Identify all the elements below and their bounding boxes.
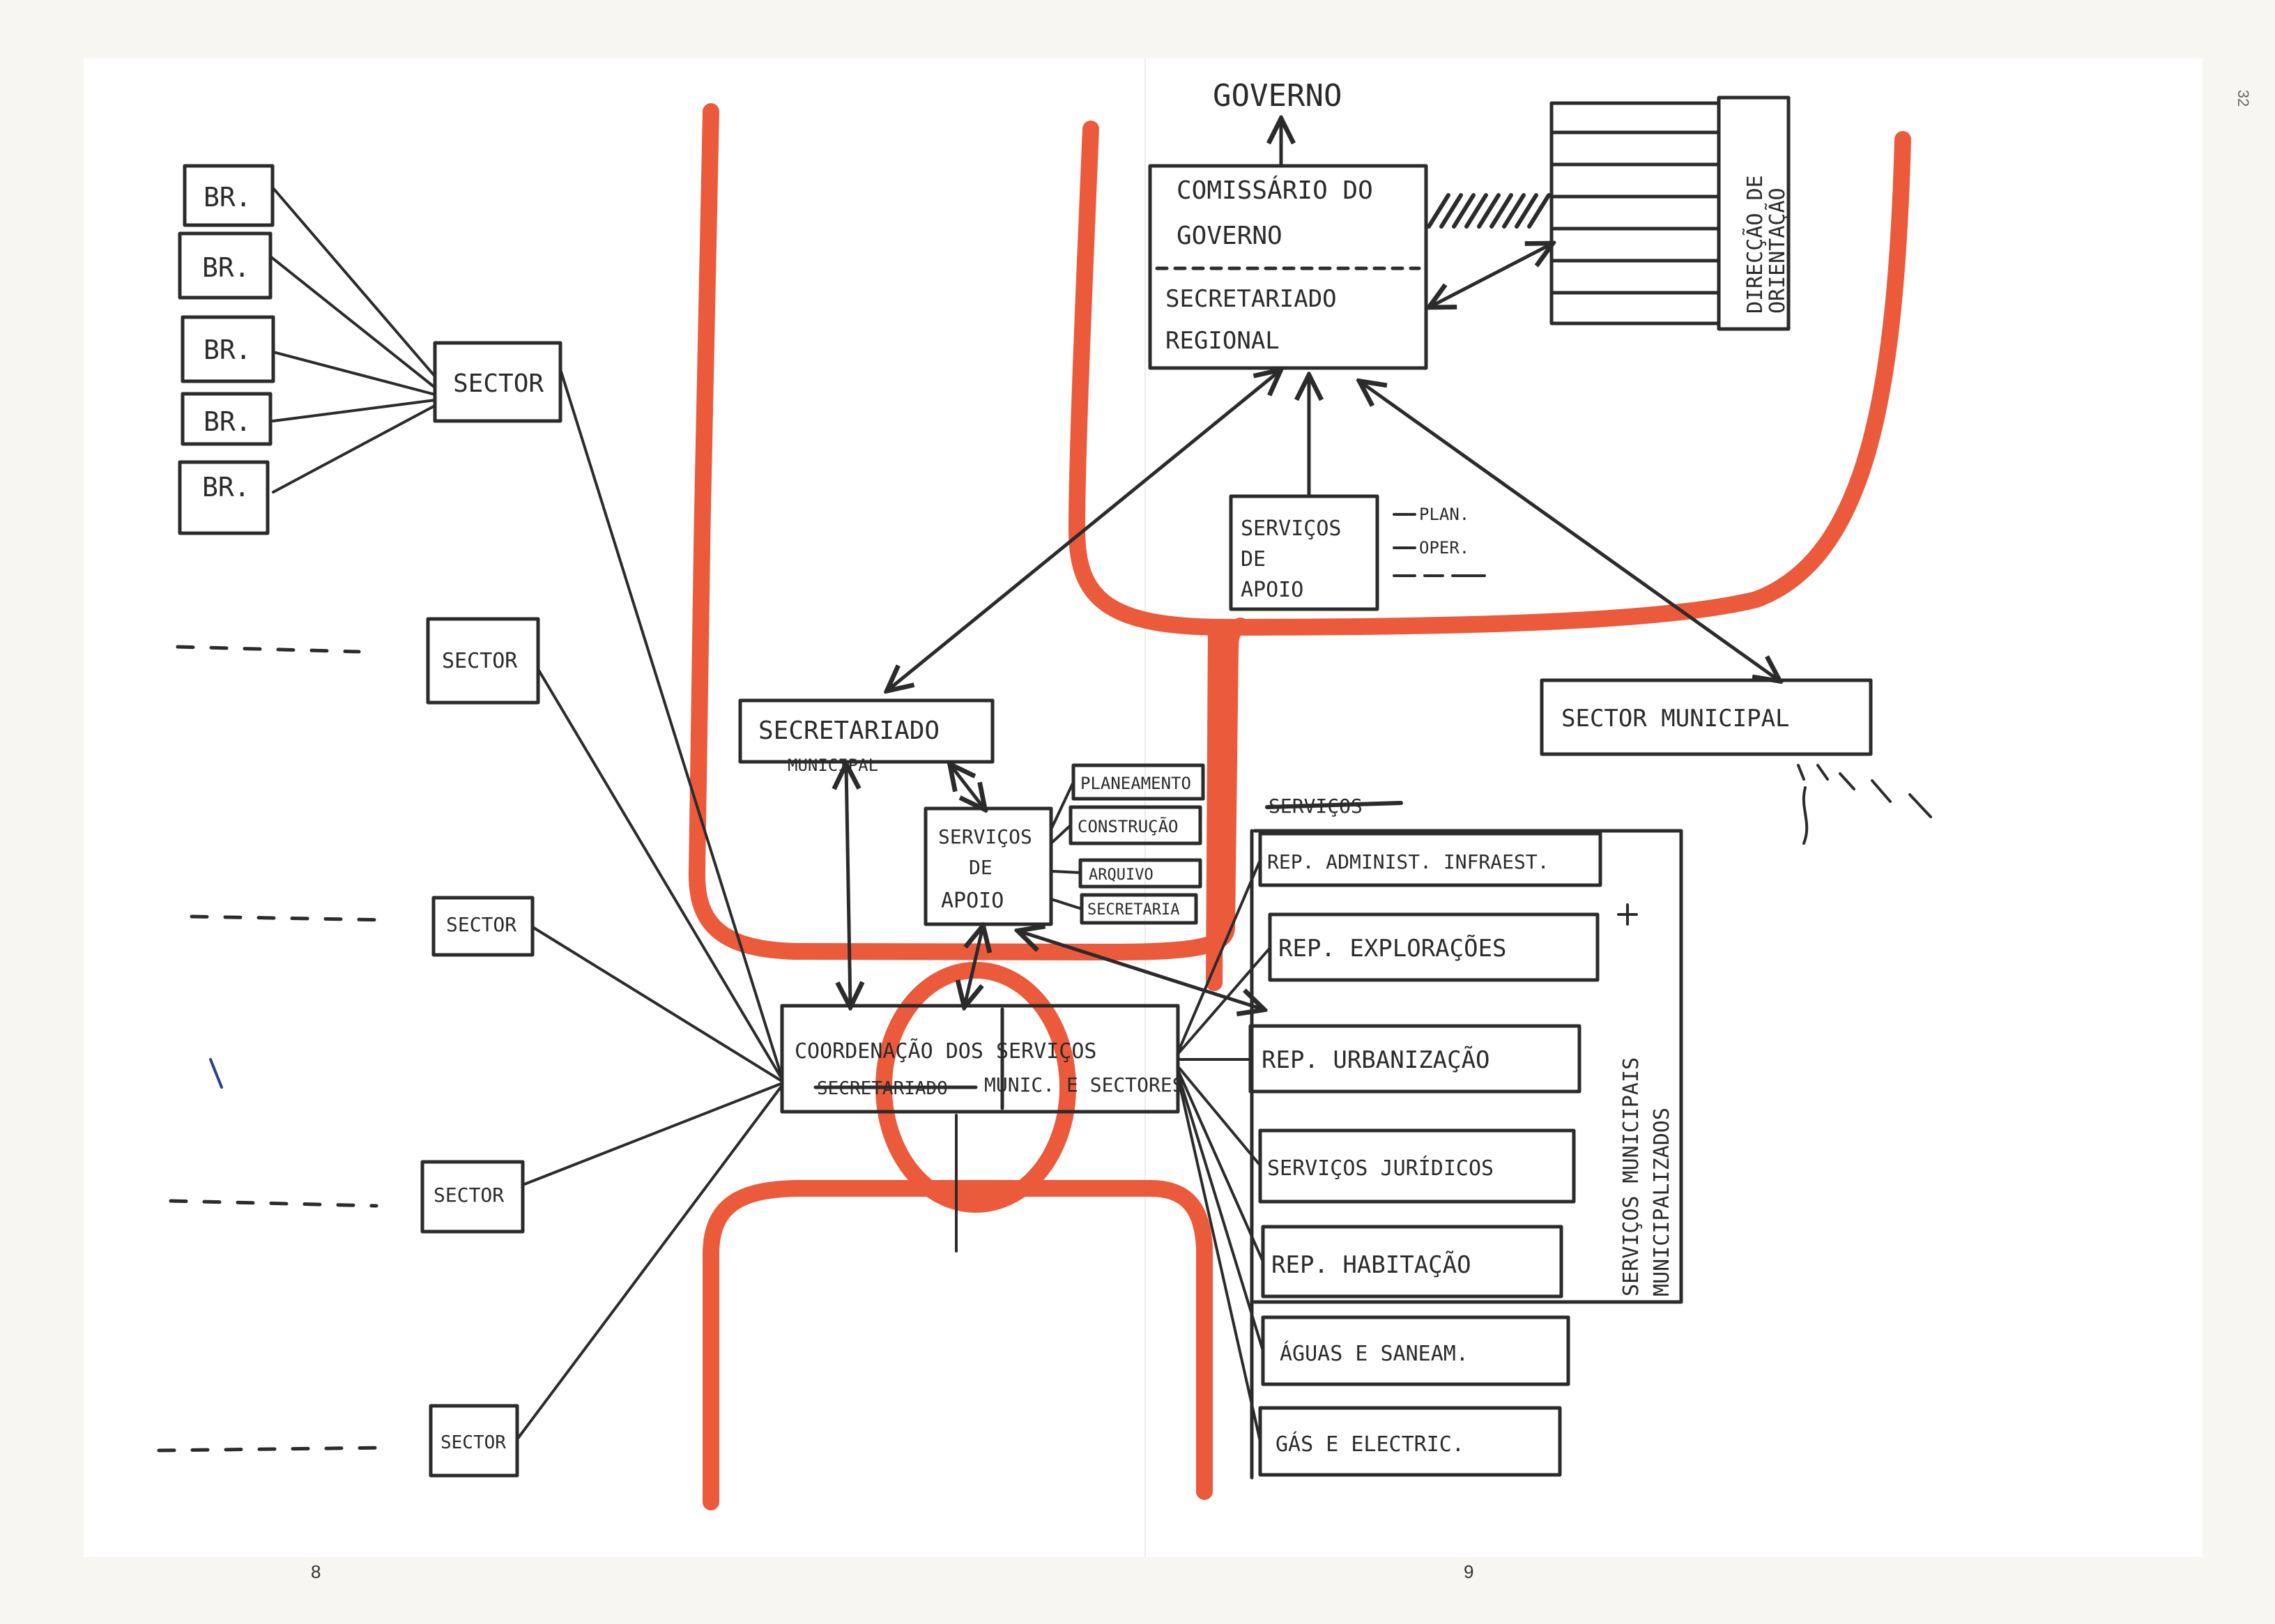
sec-municipal-to-apoio-arrow [951,765,984,809]
sector-label-3: SECTOR [446,913,516,936]
comissario-box: COMISSÁRIO DO GOVERNO SECRETARIADO REGIO… [1148,164,1428,370]
gas-electric-box: GÁS E ELECTRIC. [1258,1406,1562,1477]
sector-box-4: SECTOR [420,1160,525,1234]
hatch-scribble [1427,193,1551,229]
rep-habitacao-box: REP. HABITAÇÃO [1261,1225,1563,1299]
sector-label-2: SECTOR [442,649,518,673]
br-box-1: BR. [183,164,275,227]
comissario-label-1: COMISSÁRIO DO [1177,176,1373,205]
br-box-2: BR. [178,231,273,300]
coordenacao-label-2: MUNIC. E SECTORES [984,1073,1184,1096]
corner-mark: 32 [2234,89,2252,107]
side-note-plan: PLAN. [1419,505,1469,524]
coordenacao-box: COORDENAÇÃO DOS SERVIÇOS MUNIC. E SECTOR… [780,1004,1184,1114]
page-number-right: 9 [1464,1561,1474,1582]
governo-label: GOVERNO [1213,78,1342,114]
servicos-apoio-mid-box: SERVIÇOS DE APOIO [924,806,1053,926]
arquivo-box: ARQUIVO [1078,858,1202,889]
struck-header-line [1265,801,1403,809]
sector-box-1: SECTOR [433,341,562,423]
aguas-saneamento-box: ÁGUAS E SANEAM. [1261,1315,1570,1386]
servicos-apoio-top-box: SERVIÇOS DE APOIO [1229,494,1379,611]
br-to-sector-lines [269,187,436,493]
coordenacao-label-1: COORDENAÇÃO DOS SERVIÇOS [795,1039,1096,1064]
planeamento-label: PLANEAMENTO [1080,774,1191,793]
red-boundary-bottom-u [703,1180,1213,1510]
sector-box-5: SECTOR [429,1404,519,1478]
servicos-apoio-mid-label-3: APOIO [941,889,1004,913]
arquivo-label: ARQUIVO [1089,866,1154,884]
apoio-to-subboxes-lines [1050,781,1083,910]
br-label-2: BR. [202,252,250,283]
aguas-saneamento-label: ÁGUAS E SANEAM. [1280,1341,1469,1366]
sector-label-1: SECTOR [453,369,544,398]
direccao-label-1: DIRECÇÃO DE [1742,175,1768,314]
secretariado-municipal-box: SECRETARIADO MUNICIPAL [738,698,995,775]
br-label-1: BR. [204,182,252,213]
secretariado-municipal-label: SECRETARIADO [758,717,940,745]
rep-urbanizacao-box: REP. URBANIZAÇÃO [1248,1024,1581,1094]
secretaria-box: SECRETARIA [1080,893,1198,925]
br-box-3: BR. [181,315,275,383]
secretariado-regional-label-1: SECRETARIADO [1165,285,1337,313]
servicos-juridicos-label: SERVIÇOS JURÍDICOS [1267,1156,1494,1181]
servicos-municipais-frame [1250,829,1683,1480]
servicos-apoio-top-label-3: APOIO [1241,578,1303,602]
rep-exploracoes-label: REP. EXPLORAÇÕES [1278,934,1507,963]
comissario-to-sector-municipal-arrow [1361,382,1779,680]
sector-municipal-box: SECTOR MUNICIPAL [1540,678,1873,756]
rep-adm-infraest-box: REP. ADMINIST. INFRAEST. [1258,832,1602,887]
servicos-juridicos-box: SERVIÇOS JURÍDICOS [1258,1128,1576,1204]
servicos-apoio-top-label-1: SERVIÇOS [1241,516,1342,541]
side-note-oper: OPER. [1419,538,1469,558]
servicos-apoio-mid-label-2: DE [969,856,993,879]
construcao-box: CONSTRUÇÃO [1068,805,1202,845]
apoio-to-rep-arrow [1019,931,1263,1009]
br-box-5: BR. [178,460,270,535]
plus-mark [1617,903,1638,926]
page-number-left: 8 [311,1561,321,1582]
rep-urbanizacao-label: REP. URBANIZAÇÃO [1262,1046,1490,1074]
secretaria-label: SECRETARIA [1087,901,1179,919]
servicos-municipais-label-2: MUNICIPALIZADOS [1650,1108,1674,1296]
construcao-label: CONSTRUÇÃO [1078,815,1179,836]
br-label-3: BR. [204,335,252,365]
sector-to-coordination-lines [516,368,782,1441]
servicos-apoio-top-label-2: DE [1241,547,1266,572]
gas-electric-label: GÁS E ELECTRIC. [1276,1432,1464,1457]
rep-habitacao-label: REP. HABITAÇÃO [1271,1251,1471,1279]
apoio-to-coordenacao-arrow [965,927,983,1006]
sec-municipal-to-coordenacao-arrow [846,765,850,1006]
planeamento-box: PLANEAMENTO [1071,763,1205,801]
rep-adm-infraest-label: REP. ADMINIST. INFRAEST. [1267,850,1549,873]
br-label-4: BR. [204,406,252,437]
comissario-direccao-arrow [1430,244,1552,307]
servicos-apoio-mid-label-1: SERVIÇOS [938,825,1032,848]
secretariado-municipal-sub: MUNICIPAL [788,756,878,775]
side-notes: PLAN. OPER. [1393,505,1486,577]
sector-label-4: SECTOR [434,1183,504,1206]
sector-box-3: SECTOR [431,896,535,957]
rep-exploracoes-box: REP. EXPLORAÇÕES [1268,912,1600,982]
blue-pen-mark [209,1058,223,1089]
coordenacao-to-rep-lines [1177,859,1271,1443]
comissario-to-sec-municipal-arrow [888,371,1280,690]
sector-label-5: SECTOR [441,1432,506,1453]
br-label-5: BR. [202,472,250,503]
secretariado-regional-label-2: REGIONAL [1165,327,1280,355]
br-box-4: BR. [181,392,273,446]
sector-box-2: SECTOR [426,617,540,705]
direccao-label-2: ORIENTAÇÃO [1765,187,1790,314]
sector-municipal-ticks [1797,764,1932,845]
sector-municipal-label: SECTOR MUNICIPAL [1561,705,1790,733]
comissario-label-2: GOVERNO [1177,222,1282,250]
red-boundary-center-left-col [1206,619,1225,991]
servicos-municipais-label-1: SERVIÇOS MUNICIPAIS [1619,1057,1644,1296]
direccao-stack [1549,95,1791,331]
placeholder-dashes [157,645,392,1453]
